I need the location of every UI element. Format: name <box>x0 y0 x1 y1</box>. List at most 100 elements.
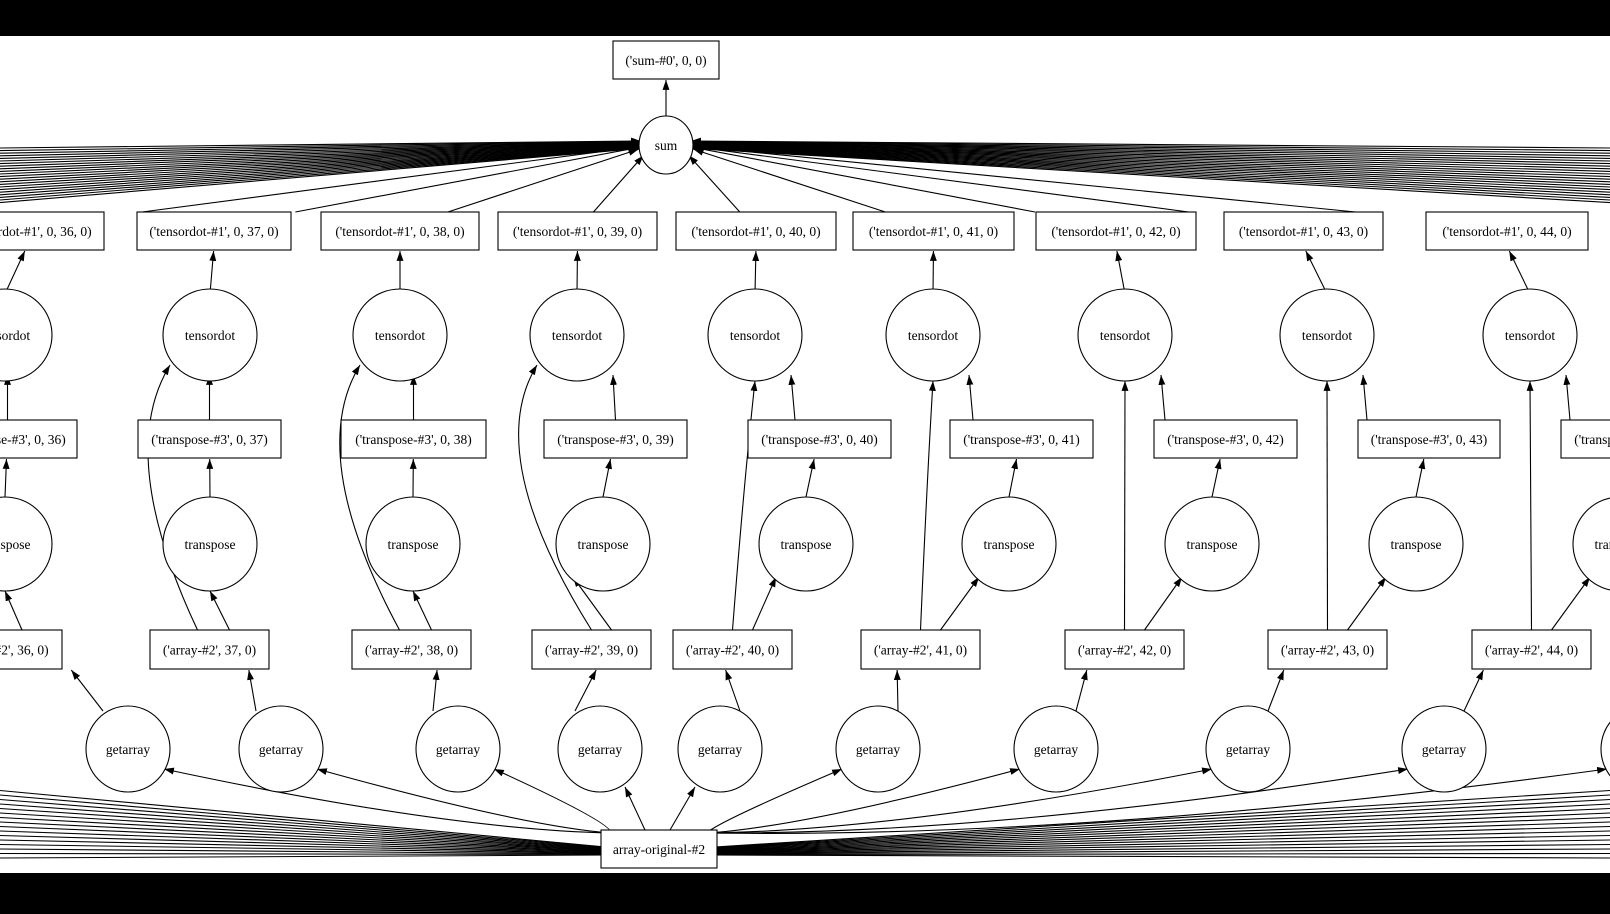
tensordot-key-node[interactable]: ('tensordot-#1', 0, 36, 0) <box>0 211 105 251</box>
edge-getarray-to-array <box>1463 669 1484 712</box>
getarray-op-node[interactable]: getarray <box>415 705 501 793</box>
fan-edge-to-sum <box>0 137 642 149</box>
fan-edge-from-source <box>706 854 1610 859</box>
transpose-key-node[interactable]: ('transpose-#3', 0, 38) <box>340 419 487 459</box>
tensordot-key-node-label: ('tensordot-#1', 0, 43, 0) <box>1239 224 1368 239</box>
transpose-key-node[interactable]: ('transpose-#3', 0, 43) <box>1357 419 1501 459</box>
edge-array-to-tensordot <box>1121 380 1129 631</box>
fan-edge-to-sum <box>690 140 1610 170</box>
tensordot-op-node[interactable]: tensordot <box>1279 288 1375 382</box>
array-key-node[interactable]: ('array-#2', 44, 0) <box>1471 629 1592 670</box>
edge-transpose-op-to-key <box>1211 458 1222 498</box>
fan-edge-to-sum <box>690 144 1610 196</box>
edge-tensordot-key-to-sum <box>593 155 644 213</box>
array-key-node[interactable]: ('array-#2', 43, 0) <box>1267 629 1388 670</box>
fan-edge-from-source <box>0 834 612 854</box>
fan-edge-from-source <box>0 794 612 849</box>
sum-key-node[interactable]: ('sum-#0', 0, 0) <box>612 40 720 80</box>
tensordot-key-node[interactable]: ('tensordot-#1', 0, 40, 0) <box>675 211 837 251</box>
fan-edge-from-source <box>706 807 1610 851</box>
getarray-op-node[interactable]: getarray <box>677 705 763 793</box>
edge-transpose-key-to-tensordot <box>966 374 974 421</box>
getarray-op-node-label: getarray <box>1226 742 1270 757</box>
getarray-op-node[interactable]: getarray <box>835 705 921 793</box>
fan-edge-to-sum <box>0 140 642 167</box>
edge-array-to-tensordot <box>147 364 198 631</box>
tensordot-op-node[interactable]: tensordot <box>529 288 625 382</box>
transpose-op-node[interactable]: transpose <box>162 496 258 592</box>
fan-edge-to-sum <box>690 142 1610 183</box>
edge-transpose-op-to-key <box>2 458 10 498</box>
array-key-node[interactable]: ('array-#2', 37, 0) <box>149 629 270 670</box>
array-key-node[interactable]: ('array-#2', 41, 0) <box>860 629 981 670</box>
transpose-op-node[interactable]: transpose <box>365 496 461 592</box>
fan-edge-to-sum <box>0 140 642 170</box>
tensordot-op-node[interactable]: tensordot <box>162 288 258 382</box>
tensordot-key-node[interactable]: ('tensordot-#1', 0, 42, 0) <box>1035 211 1197 251</box>
fan-edge-to-sum <box>690 138 1610 157</box>
transpose-op-node-label: transpose <box>578 537 629 552</box>
tensordot-key-node[interactable]: ('tensordot-#1', 0, 44, 0) <box>1425 211 1589 251</box>
tensordot-op-node[interactable]: tensordot <box>1077 288 1173 382</box>
edge-getarray-to-array <box>574 669 597 712</box>
fan-edge-to-sum <box>0 142 642 183</box>
tensordot-key-node[interactable]: ('tensordot-#1', 0, 43, 0) <box>1223 211 1384 251</box>
sum-op-node[interactable]: sum <box>638 115 694 175</box>
array-key-node[interactable]: ('array-#2', 42, 0) <box>1064 629 1185 670</box>
getarray-op-node[interactable]: getarray <box>1401 705 1487 793</box>
fan-edge-to-sum <box>690 137 1610 149</box>
tensordot-key-node[interactable]: ('tensordot-#1', 0, 38, 0) <box>320 211 480 251</box>
transpose-op-node[interactable]: transpose <box>0 496 53 592</box>
array-key-node[interactable]: ('array-#2', 39, 0) <box>531 629 652 670</box>
transpose-op-node[interactable]: transpose <box>1572 497 1610 591</box>
tensordot-key-node[interactable]: ('tensordot-#1', 0, 41, 0) <box>852 211 1015 251</box>
getarray-op-node[interactable]: getarray <box>1600 706 1610 792</box>
getarray-op-node[interactable]: getarray <box>557 705 643 793</box>
getarray-op-node[interactable]: getarray <box>238 705 324 793</box>
transpose-op-node[interactable]: transpose <box>758 496 854 592</box>
transpose-key-node[interactable]: ('transpose-#3', 0, 40) <box>747 419 892 459</box>
tensordot-op-node[interactable]: tensordot <box>0 288 53 382</box>
tensordot-op-node[interactable]: tensordot <box>885 288 981 382</box>
edge-source-to-getarray <box>706 767 1409 834</box>
array-key-node[interactable]: ('array-#2', 38, 0) <box>351 629 472 670</box>
getarray-op-node[interactable]: getarray <box>85 705 171 793</box>
getarray-op-node[interactable]: getarray <box>1013 705 1099 793</box>
fan-edge-from-source <box>0 830 612 853</box>
tensordot-op-node[interactable]: tensordot <box>352 288 448 382</box>
tensordot-op-node-label: tensordot <box>185 328 235 343</box>
tensordot-key-node-label: ('tensordot-#1', 0, 38, 0) <box>335 224 464 239</box>
fan-edge-from-source <box>0 848 612 855</box>
tensordot-op-node-label: tensordot <box>730 328 780 343</box>
tensordot-op-node[interactable]: tensordot <box>707 288 803 382</box>
tensordot-key-node[interactable]: ('tensordot-#1', 0, 39, 0) <box>497 211 658 251</box>
getarray-op-node[interactable]: getarray <box>1205 705 1291 793</box>
edge-array-to-tensordot <box>518 364 592 631</box>
transpose-op-node[interactable]: transpose <box>1368 496 1464 592</box>
transpose-key-node[interactable]: ('transpose-#3', 0, 42) <box>1153 419 1298 459</box>
transpose-key-node[interactable]: ('transpose-#3', 0, 37) <box>137 419 282 459</box>
fan-edge-from-source <box>706 794 1610 849</box>
transpose-key-node[interactable]: ('transpose-#3', 0, 41) <box>949 419 1094 459</box>
tensordot-op-node-label: tensordot <box>908 328 958 343</box>
array-key-node-label: ('array-#2', 43, 0) <box>1281 643 1374 658</box>
fan-edge-to-sum <box>0 145 642 204</box>
transpose-op-node[interactable]: transpose <box>555 496 651 592</box>
fan-edge-from-source <box>706 825 1610 853</box>
transpose-key-node[interactable]: ('transpose-#3', 0, 39) <box>543 419 688 459</box>
transpose-key-node[interactable]: ('transpose-#3', 0, 36) <box>0 419 78 459</box>
edge-transpose-op-to-key <box>1008 458 1018 498</box>
transpose-op-node[interactable]: transpose <box>961 496 1057 592</box>
transpose-op-node[interactable]: transpose <box>1164 496 1260 592</box>
source-array-node[interactable]: array-original-#2 <box>600 829 718 869</box>
tensordot-op-node[interactable]: tensordot <box>1482 288 1578 382</box>
fan-edge-from-source <box>706 830 1610 853</box>
fan-edge-to-sum <box>690 144 1610 198</box>
tensordot-key-node[interactable]: ('tensordot-#1', 0, 37, 0) <box>136 211 292 251</box>
edge-array-to-transpose <box>412 590 432 631</box>
array-key-node[interactable]: ('array-#2', 36, 0) <box>0 629 63 670</box>
getarray-op-node-label: getarray <box>106 742 150 757</box>
transpose-key-node[interactable]: ('transpose-#3', 0, 44) <box>1560 419 1610 459</box>
fan-edge-to-sum <box>690 140 1610 167</box>
array-key-node[interactable]: ('array-#2', 40, 0) <box>672 629 793 670</box>
